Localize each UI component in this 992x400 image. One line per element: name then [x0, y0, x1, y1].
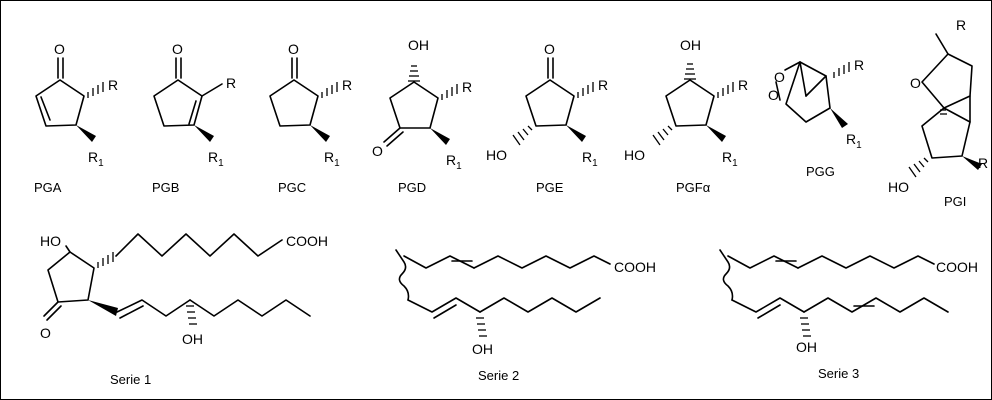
serie1-hydroxyl-ring: HO — [40, 233, 61, 249]
label-pgg: PGG — [806, 164, 835, 179]
label-pgi: PGI — [944, 194, 966, 209]
serie2-hydroxyl: OH — [472, 341, 493, 357]
pgf-r: R — [738, 77, 748, 93]
label-pgd: PGD — [398, 180, 426, 195]
label-pgf-alpha: PGFα — [676, 180, 711, 195]
pgc-r1: R1 — [324, 149, 340, 169]
structure-pga: O R R1 PGA — [34, 41, 118, 195]
pgd-oxygen: O — [372, 143, 383, 159]
pgc-r: R — [342, 77, 352, 93]
label-serie-2: Serie 2 — [478, 368, 519, 383]
structure-pgb: O R R1 PGB — [152, 41, 236, 195]
structure-serie-1: HO O COOH OH Serie 1 — [40, 233, 328, 387]
structure-pgd: OH O R R1 PGD — [372, 37, 472, 195]
pge-hydroxyl: HO — [486, 147, 507, 163]
label-pgc: PGC — [278, 180, 306, 195]
pga-r: R — [108, 77, 118, 93]
structure-pgi: R O R HO PGI — [888, 17, 988, 209]
structure-pgg: O O R R1 PGG — [768, 57, 864, 179]
pgb-oxygen: O — [172, 41, 183, 57]
pgg-oxygen-2: O — [768, 87, 779, 103]
pga-r1: R1 — [88, 149, 104, 169]
pgg-oxygen-1: O — [774, 69, 785, 85]
pgg-r1: R1 — [846, 131, 862, 151]
label-pga: PGA — [34, 180, 62, 195]
pgf-r1: R1 — [722, 149, 738, 169]
pgf-hydroxyl-top: OH — [680, 37, 701, 53]
label-pge: PGE — [536, 180, 564, 195]
pgc-oxygen: O — [288, 41, 299, 57]
pgi-oxygen: O — [910, 75, 921, 91]
pgi-r-lower: R — [978, 155, 988, 171]
pgd-hydroxyl: OH — [408, 37, 429, 53]
structure-serie-2: COOH OH Serie 2 — [395, 249, 656, 383]
pgd-r1: R1 — [446, 152, 462, 172]
structure-pgc: O R R1 PGC — [269, 41, 352, 195]
serie1-oxygen: O — [40, 325, 51, 341]
pgb-r1: R1 — [208, 149, 224, 169]
serie2-carboxyl: COOH — [614, 259, 656, 275]
pgg-r: R — [854, 57, 864, 73]
structure-pgf-alpha: OH HO R R1 PGFα — [624, 37, 748, 195]
pge-r: R — [598, 77, 608, 93]
serie1-hydroxyl-chain: OH — [182, 331, 203, 347]
label-serie-3: Serie 3 — [818, 366, 859, 381]
label-serie-1: Serie 1 — [110, 372, 151, 387]
pgd-r: R — [462, 79, 472, 95]
structure-serie-3: COOH OH Serie 3 — [719, 249, 978, 381]
pgb-r: R — [226, 75, 236, 91]
pge-r1: R1 — [582, 149, 598, 169]
pga-oxygen: O — [54, 41, 65, 57]
serie1-carboxyl: COOH — [286, 233, 328, 249]
pgf-hydroxyl-bottom: HO — [624, 147, 645, 163]
structure-pge: O HO R R1 PGE — [486, 41, 608, 195]
serie3-carboxyl: COOH — [936, 259, 978, 275]
label-pgb: PGB — [152, 180, 179, 195]
pgi-r: R — [956, 17, 966, 33]
serie3-hydroxyl: OH — [796, 339, 817, 355]
pge-oxygen: O — [544, 41, 555, 57]
pgi-hydroxyl: HO — [888, 179, 909, 195]
